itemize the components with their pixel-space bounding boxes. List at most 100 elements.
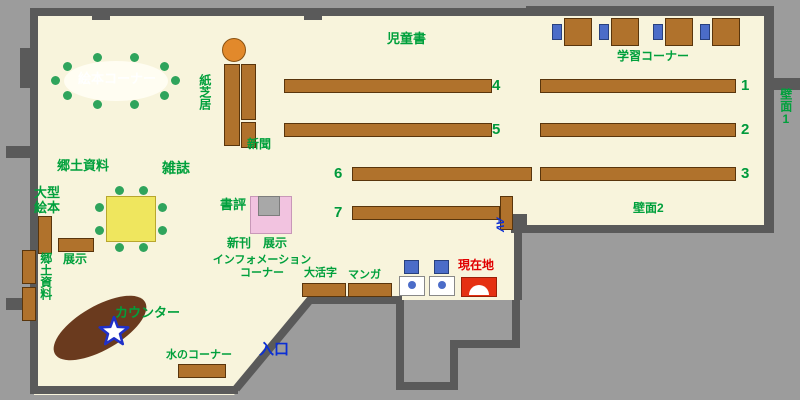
shelf-number-6: 6 bbox=[334, 165, 343, 182]
wall-pillar bbox=[511, 214, 527, 233]
label-large-print: 大活字 bbox=[304, 267, 337, 279]
chair-dot bbox=[160, 62, 169, 71]
wall-pillar bbox=[304, 8, 322, 20]
bookshelf-row2 bbox=[540, 123, 736, 137]
wall-segment bbox=[764, 6, 774, 233]
newspaper-shelf bbox=[241, 122, 256, 148]
label-newspaper: 新聞 bbox=[247, 137, 272, 151]
bookshelf-row7 bbox=[352, 206, 500, 220]
wall-segment bbox=[30, 8, 526, 16]
chair-dot bbox=[171, 76, 180, 85]
label-local-materials-top: 郷土資料 bbox=[57, 158, 110, 173]
chair-dot bbox=[158, 226, 167, 235]
chair-dot bbox=[130, 53, 139, 62]
study-desk bbox=[611, 18, 639, 46]
vestibule-wall bbox=[450, 340, 520, 348]
bookshelf-row1 bbox=[540, 79, 736, 93]
bookshelf-row3 bbox=[540, 167, 736, 181]
chair-dot bbox=[95, 203, 104, 212]
wall-segment bbox=[308, 296, 402, 304]
chair-dot bbox=[160, 91, 169, 100]
label-entrance: 入口 bbox=[259, 341, 290, 358]
bookshelf-row6 bbox=[352, 167, 532, 181]
chair-dot bbox=[93, 53, 102, 62]
wall-pillar bbox=[92, 8, 110, 20]
label-picture-book-corner: 絵本コーナー bbox=[77, 71, 156, 86]
wall-segment bbox=[30, 386, 238, 394]
large-print-shelf bbox=[302, 283, 346, 297]
bookshelf-row5 bbox=[284, 123, 492, 137]
water-corner-shelf bbox=[178, 364, 226, 378]
study-desk bbox=[665, 18, 693, 46]
display-shelf bbox=[58, 238, 94, 252]
you-are-here-star bbox=[98, 315, 130, 346]
manga-shelf bbox=[348, 283, 392, 297]
vestibule-wall bbox=[512, 300, 520, 348]
large-picture-book-shelf bbox=[38, 216, 52, 254]
shelf-number-5: 5 bbox=[492, 121, 501, 138]
label-kamishibai: 紙芝居 bbox=[197, 74, 212, 110]
label-information-corner: インフォメーション コーナー bbox=[212, 254, 312, 279]
label-study-corner: 学習コーナー bbox=[617, 49, 690, 63]
wall-segment bbox=[514, 225, 772, 233]
wall-segment bbox=[514, 225, 522, 300]
label-current-location: 現在地 bbox=[458, 258, 495, 272]
shelf-number-2: 2 bbox=[741, 121, 750, 138]
wall-segment bbox=[30, 8, 38, 394]
chair-dot bbox=[158, 203, 167, 212]
local-material-shelf bbox=[22, 250, 36, 284]
study-desk bbox=[564, 18, 592, 46]
chair-dot bbox=[139, 186, 148, 195]
chair-dot bbox=[63, 62, 72, 71]
chair-dot bbox=[51, 76, 60, 85]
wall-pillar bbox=[20, 48, 30, 88]
label-book-review: 書評 bbox=[220, 197, 247, 212]
shelf-number-7: 7 bbox=[334, 204, 343, 221]
vestibule-wall bbox=[396, 300, 404, 390]
study-chair bbox=[599, 24, 609, 40]
chair-dot bbox=[115, 243, 124, 252]
wall-segment bbox=[526, 6, 772, 16]
wall-stub bbox=[6, 146, 38, 158]
shelf-number-1: 1 bbox=[741, 77, 750, 94]
study-chair bbox=[700, 24, 710, 40]
round-table bbox=[222, 38, 246, 62]
label-new-books-display: 新刊 展示 bbox=[227, 236, 288, 250]
label-water-corner: 水のコーナー bbox=[166, 349, 232, 361]
bookshelf-row4 bbox=[284, 79, 492, 93]
label-magazines: 雑誌 bbox=[162, 160, 190, 176]
opac-terminal-top bbox=[404, 260, 419, 274]
label-wall-2: 壁面2 bbox=[633, 201, 664, 215]
vestibule-wall bbox=[450, 340, 458, 390]
vestibule-wall bbox=[396, 382, 458, 390]
chair-dot bbox=[139, 243, 148, 252]
label-wall-1: 壁面1 bbox=[778, 88, 793, 126]
wall-stub bbox=[772, 78, 800, 90]
label-manga: マンガ bbox=[348, 269, 381, 281]
label-large-picture-books: 大型 絵本 bbox=[34, 185, 61, 215]
shelf-number-4: 4 bbox=[492, 77, 501, 94]
label-counter: カウンター bbox=[115, 305, 181, 320]
kamishibai-shelf bbox=[224, 64, 240, 146]
kamishibai-shelf bbox=[241, 64, 256, 120]
opac-dot bbox=[438, 281, 446, 289]
av-shelf bbox=[500, 196, 513, 230]
study-chair bbox=[653, 24, 663, 40]
reading-table bbox=[64, 61, 168, 101]
label-av: AV bbox=[493, 217, 506, 232]
chair-dot bbox=[93, 100, 102, 109]
label-childrens-books: 児童書 bbox=[387, 31, 427, 46]
opac-terminal-top bbox=[434, 260, 449, 274]
label-display: 展示 bbox=[63, 252, 88, 266]
label-local-materials-left: 郷土資料 bbox=[38, 252, 53, 300]
current-location-arc bbox=[469, 285, 489, 295]
chair-dot bbox=[63, 91, 72, 100]
opac-dot bbox=[408, 281, 416, 289]
kids-table bbox=[106, 196, 156, 242]
display-board bbox=[258, 196, 280, 216]
study-chair bbox=[552, 24, 562, 40]
study-desk bbox=[712, 18, 740, 46]
chair-dot bbox=[95, 226, 104, 235]
chair-dot bbox=[130, 100, 139, 109]
